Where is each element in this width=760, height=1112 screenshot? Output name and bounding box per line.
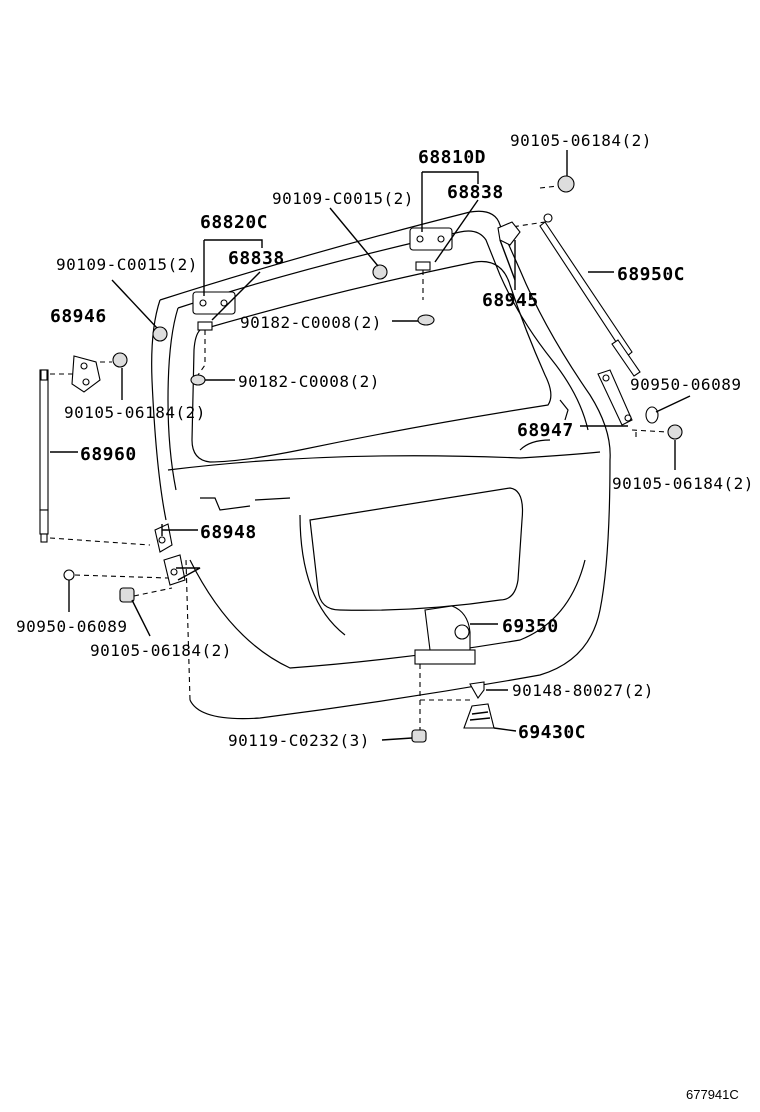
back-door-panel [151,210,611,720]
label-68960: 68960 [80,444,137,465]
label-90182-C0008-upper: 90182-C0008(2) [240,313,382,332]
label-90950-06089-left: 90950-06089 [16,617,127,636]
label-68948: 68948 [200,522,257,543]
damper-stay-left [39,352,186,603]
cover-69430C [463,703,495,729]
label-68945: 68945 [482,290,539,311]
label-90105-06184-bottom: 90105-06184(2) [90,641,232,660]
label-68838-left: 68838 [228,248,285,269]
hinge-left [190,291,236,386]
label-69350: 69350 [502,616,559,637]
label-90105-06184-right: 90105-06184(2) [612,474,754,493]
label-68947: 68947 [517,420,574,441]
label-90950-06089-right: 90950-06089 [630,375,741,394]
label-68820C: 68820C [200,212,268,233]
hinge-center [409,227,453,326]
bolt-icon [372,264,388,280]
label-90148-80027: 90148-80027(2) [512,681,654,700]
label-68946: 68946 [50,306,107,327]
label-90119-C0232: 90119-C0232(3) [228,731,370,750]
diagram-reference-number: 677941C [686,1087,739,1102]
label-90105-06184-left: 90105-06184(2) [64,403,206,422]
label-90182-C0008-lower: 90182-C0008(2) [238,372,380,391]
door-lock-assembly [411,605,485,743]
label-68950C: 68950C [617,264,685,285]
label-90105-06184-top: 90105-06184(2) [510,131,652,150]
bolt-icon [152,326,168,342]
leader-lines [50,150,691,741]
label-69430C: 69430C [518,722,586,743]
label-90109-C0015-center: 90109-C0015(2) [272,189,414,208]
label-90109-C0015-left: 90109-C0015(2) [56,255,198,274]
label-68838-center: 68838 [447,182,504,203]
label-68810D: 68810D [418,147,486,168]
damper-stay-right [497,175,683,440]
